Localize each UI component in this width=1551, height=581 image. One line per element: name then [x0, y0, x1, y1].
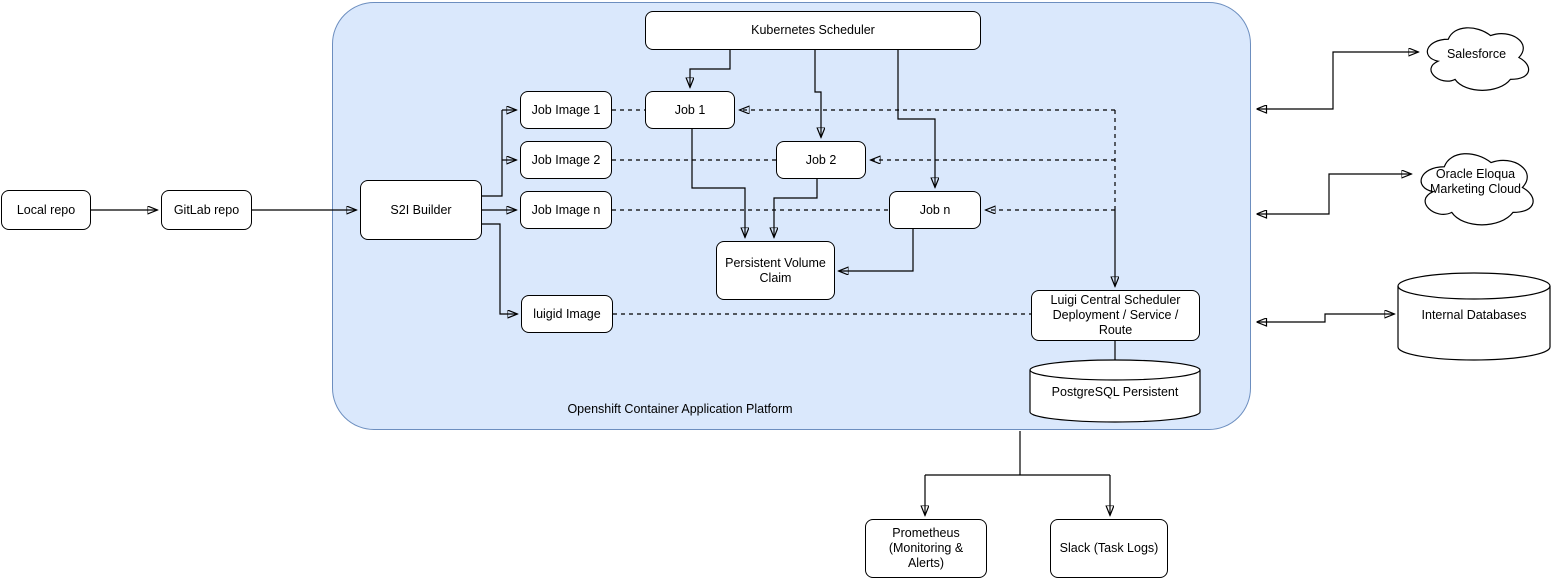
node-job-image-1: Job Image 1	[520, 91, 612, 129]
node-s2i-builder-label: S2I Builder	[390, 202, 452, 217]
node-local-repo: Local repo	[1, 190, 91, 230]
oracle-eloqua-label-line2: Marketing Cloud	[1429, 182, 1521, 196]
node-kubernetes-scheduler: Kubernetes Scheduler	[645, 11, 981, 50]
node-prometheus: Prometheus (Monitoring & Alerts)	[865, 519, 987, 578]
edge-platform-internaldb	[1257, 314, 1394, 322]
node-job-2: Job 2	[776, 141, 866, 179]
node-luigi-label-line2: Deployment / Service / Route	[1052, 308, 1179, 337]
node-job-image-n-label: Job Image n	[531, 202, 601, 217]
node-prometheus-label-line2: (Monitoring & Alerts)	[888, 541, 964, 570]
edge-platform-oracle	[1257, 174, 1411, 214]
node-job-1: Job 1	[645, 91, 735, 129]
openshift-platform-label: Openshift Container Application Platform	[567, 402, 793, 416]
postgresql-label-text: PostgreSQL Persistent	[1051, 384, 1179, 399]
node-gitlab-repo: GitLab repo	[161, 190, 252, 230]
node-luigid-image: luigid Image	[521, 295, 613, 333]
node-slack: Slack (Task Logs)	[1050, 519, 1168, 578]
node-job-n: Job n	[889, 191, 981, 229]
node-job-2-label: Job 2	[805, 152, 837, 167]
node-persistent-volume-claim: Persistent Volume Claim	[716, 241, 835, 300]
oracle-eloqua-label-line1: Oracle Eloqua	[1435, 167, 1516, 181]
node-luigid-image-label: luigid Image	[533, 306, 601, 321]
edge-platform-salesforce	[1257, 52, 1418, 109]
internal-databases-label: Internal Databases	[1398, 306, 1550, 324]
internal-databases-label-text: Internal Databases	[1421, 307, 1527, 322]
node-job-image-2-label: Job Image 2	[531, 152, 601, 167]
node-kubernetes-scheduler-label: Kubernetes Scheduler	[751, 23, 875, 37]
node-job-image-1-label: Job Image 1	[531, 102, 601, 117]
node-luigi-label-line1: Luigi Central Scheduler	[1050, 293, 1181, 307]
node-slack-label: Slack (Task Logs)	[1059, 541, 1159, 555]
node-job-n-label: Job n	[919, 202, 951, 217]
node-luigi-central-scheduler: Luigi Central Scheduler Deployment / Ser…	[1031, 290, 1200, 341]
node-gitlab-repo-label: GitLab repo	[173, 202, 240, 217]
salesforce-label-text: Salesforce	[1446, 46, 1507, 61]
node-local-repo-label: Local repo	[16, 202, 76, 217]
node-job-image-n: Job Image n	[520, 191, 612, 229]
oracle-eloqua-label: Oracle Eloqua Marketing Cloud	[1413, 166, 1538, 198]
node-job-image-2: Job Image 2	[520, 141, 612, 179]
node-job-1-label: Job 1	[674, 102, 706, 117]
node-prometheus-label-line1: Prometheus	[892, 526, 960, 540]
node-s2i-builder: S2I Builder	[360, 180, 482, 240]
salesforce-label: Salesforce	[1420, 44, 1533, 64]
postgresql-label: PostgreSQL Persistent	[1030, 383, 1200, 401]
node-pvc-label-line2: Claim	[759, 270, 792, 285]
node-pvc-label-line1: Persistent Volume	[725, 255, 826, 270]
internal-databases-cylinder-lip	[1397, 285, 1551, 300]
